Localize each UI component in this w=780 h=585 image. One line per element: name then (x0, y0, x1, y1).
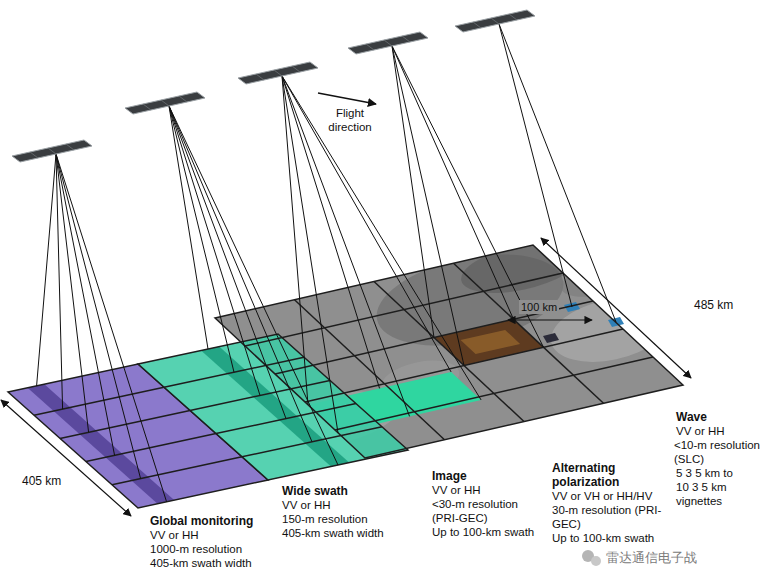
antenna-panel-line (274, 70, 282, 76)
mode-spec: 405-km swath width (150, 556, 252, 570)
radar-beam (56, 154, 115, 455)
radar-beam (392, 46, 434, 338)
mode-heading: Global monitoring (150, 514, 253, 528)
radar-beam (392, 46, 514, 319)
radar-beam (392, 46, 464, 366)
satellite-antenna (125, 92, 205, 114)
radar-beam (169, 106, 312, 442)
radar-beam (56, 154, 63, 409)
radar-beam (56, 154, 141, 479)
dimension-label: 405 km (22, 474, 61, 488)
mode-spec: VV or HH (432, 483, 481, 497)
radar-beam (282, 76, 410, 416)
illustration-group (1, 10, 691, 566)
flight-direction-arrow (318, 93, 376, 104)
dimension-label: 485 km (694, 298, 733, 312)
grid-line (86, 434, 216, 462)
grid-line (454, 263, 604, 403)
mode-heading: Wide swath (282, 484, 348, 498)
mode-spec: 30-m resolution (PRI-GEC) (552, 503, 670, 531)
wave-vignette (543, 333, 559, 343)
radar-beam (56, 154, 167, 502)
mode-spec: 405-km swath width (282, 526, 384, 540)
radar-beam (169, 106, 338, 465)
satellite-antenna (348, 32, 428, 54)
radar-beam (169, 106, 260, 395)
mode-heading: Wave (676, 410, 707, 424)
antenna-panel-line (30, 152, 38, 158)
radar-beam (282, 76, 481, 400)
dimension-line (1, 400, 131, 516)
antenna-panel-line (161, 100, 169, 106)
antenna-panel-line (366, 44, 374, 50)
mode-spec: 1000-m resolution (150, 542, 242, 556)
mode-spec: Up to 100-km swath (552, 531, 654, 545)
mode-spec: 5 3 5 km to 10 3 5 km vignettes (676, 466, 744, 508)
alternating-polarization-swath (434, 319, 544, 365)
radar-beam (282, 76, 308, 405)
scale-label: 100 km (519, 300, 559, 314)
mode-spec: <30-m resolution (PRI-GEC) (432, 497, 532, 525)
grid-line (60, 410, 190, 438)
antenna-panel-line (66, 144, 74, 150)
grid-line (374, 282, 524, 422)
mode-spec: 150-m resolution (282, 512, 368, 526)
radar-beam (56, 154, 89, 432)
antenna-panel-line (179, 96, 187, 102)
radar-beam (169, 106, 234, 372)
antenna-panel-line (384, 40, 392, 46)
radar-beam (499, 24, 616, 322)
mode-spec: VV or HH (676, 424, 725, 438)
watermark-icon (591, 556, 601, 566)
mode-spec: VV or HH (150, 528, 199, 542)
mode-spec: VV or VH or HH/HV (552, 489, 652, 503)
satellite-antenna (12, 140, 92, 162)
flight-direction-label: Flight direction (318, 106, 382, 134)
radar-beam (499, 24, 572, 307)
mode-heading: Alternating polarization (552, 461, 670, 489)
scale-line (508, 319, 592, 320)
antenna-panel-line (402, 36, 410, 42)
antenna-panel-line (292, 66, 300, 72)
swath-outline (215, 245, 683, 458)
radar-beam (169, 106, 208, 349)
watermark: 雷达通信电子战 (606, 551, 697, 565)
satellite-antenna (455, 10, 535, 32)
antenna-panel-line (509, 14, 517, 20)
mode-heading: Image (432, 469, 467, 483)
antenna-panel-line (143, 104, 151, 110)
dimension-line (541, 238, 691, 378)
mode-spec: <10-m resolution (SLC) (674, 438, 774, 466)
antenna-panel-line (473, 22, 481, 28)
mode-spec: VV or HH (282, 498, 331, 512)
grid-line (112, 457, 242, 485)
alternating-polarization-texture (461, 330, 521, 354)
satellite-antenna (238, 62, 318, 84)
radar-beam (37, 154, 56, 386)
antenna-panel-line (491, 18, 499, 24)
antenna-panel-line (256, 74, 264, 80)
radar-beam (169, 106, 286, 419)
radar-beam (282, 76, 451, 372)
antenna-panel-line (48, 148, 56, 154)
mode-spec: Up to 100-km swath (432, 525, 534, 539)
grid-line (34, 387, 164, 415)
